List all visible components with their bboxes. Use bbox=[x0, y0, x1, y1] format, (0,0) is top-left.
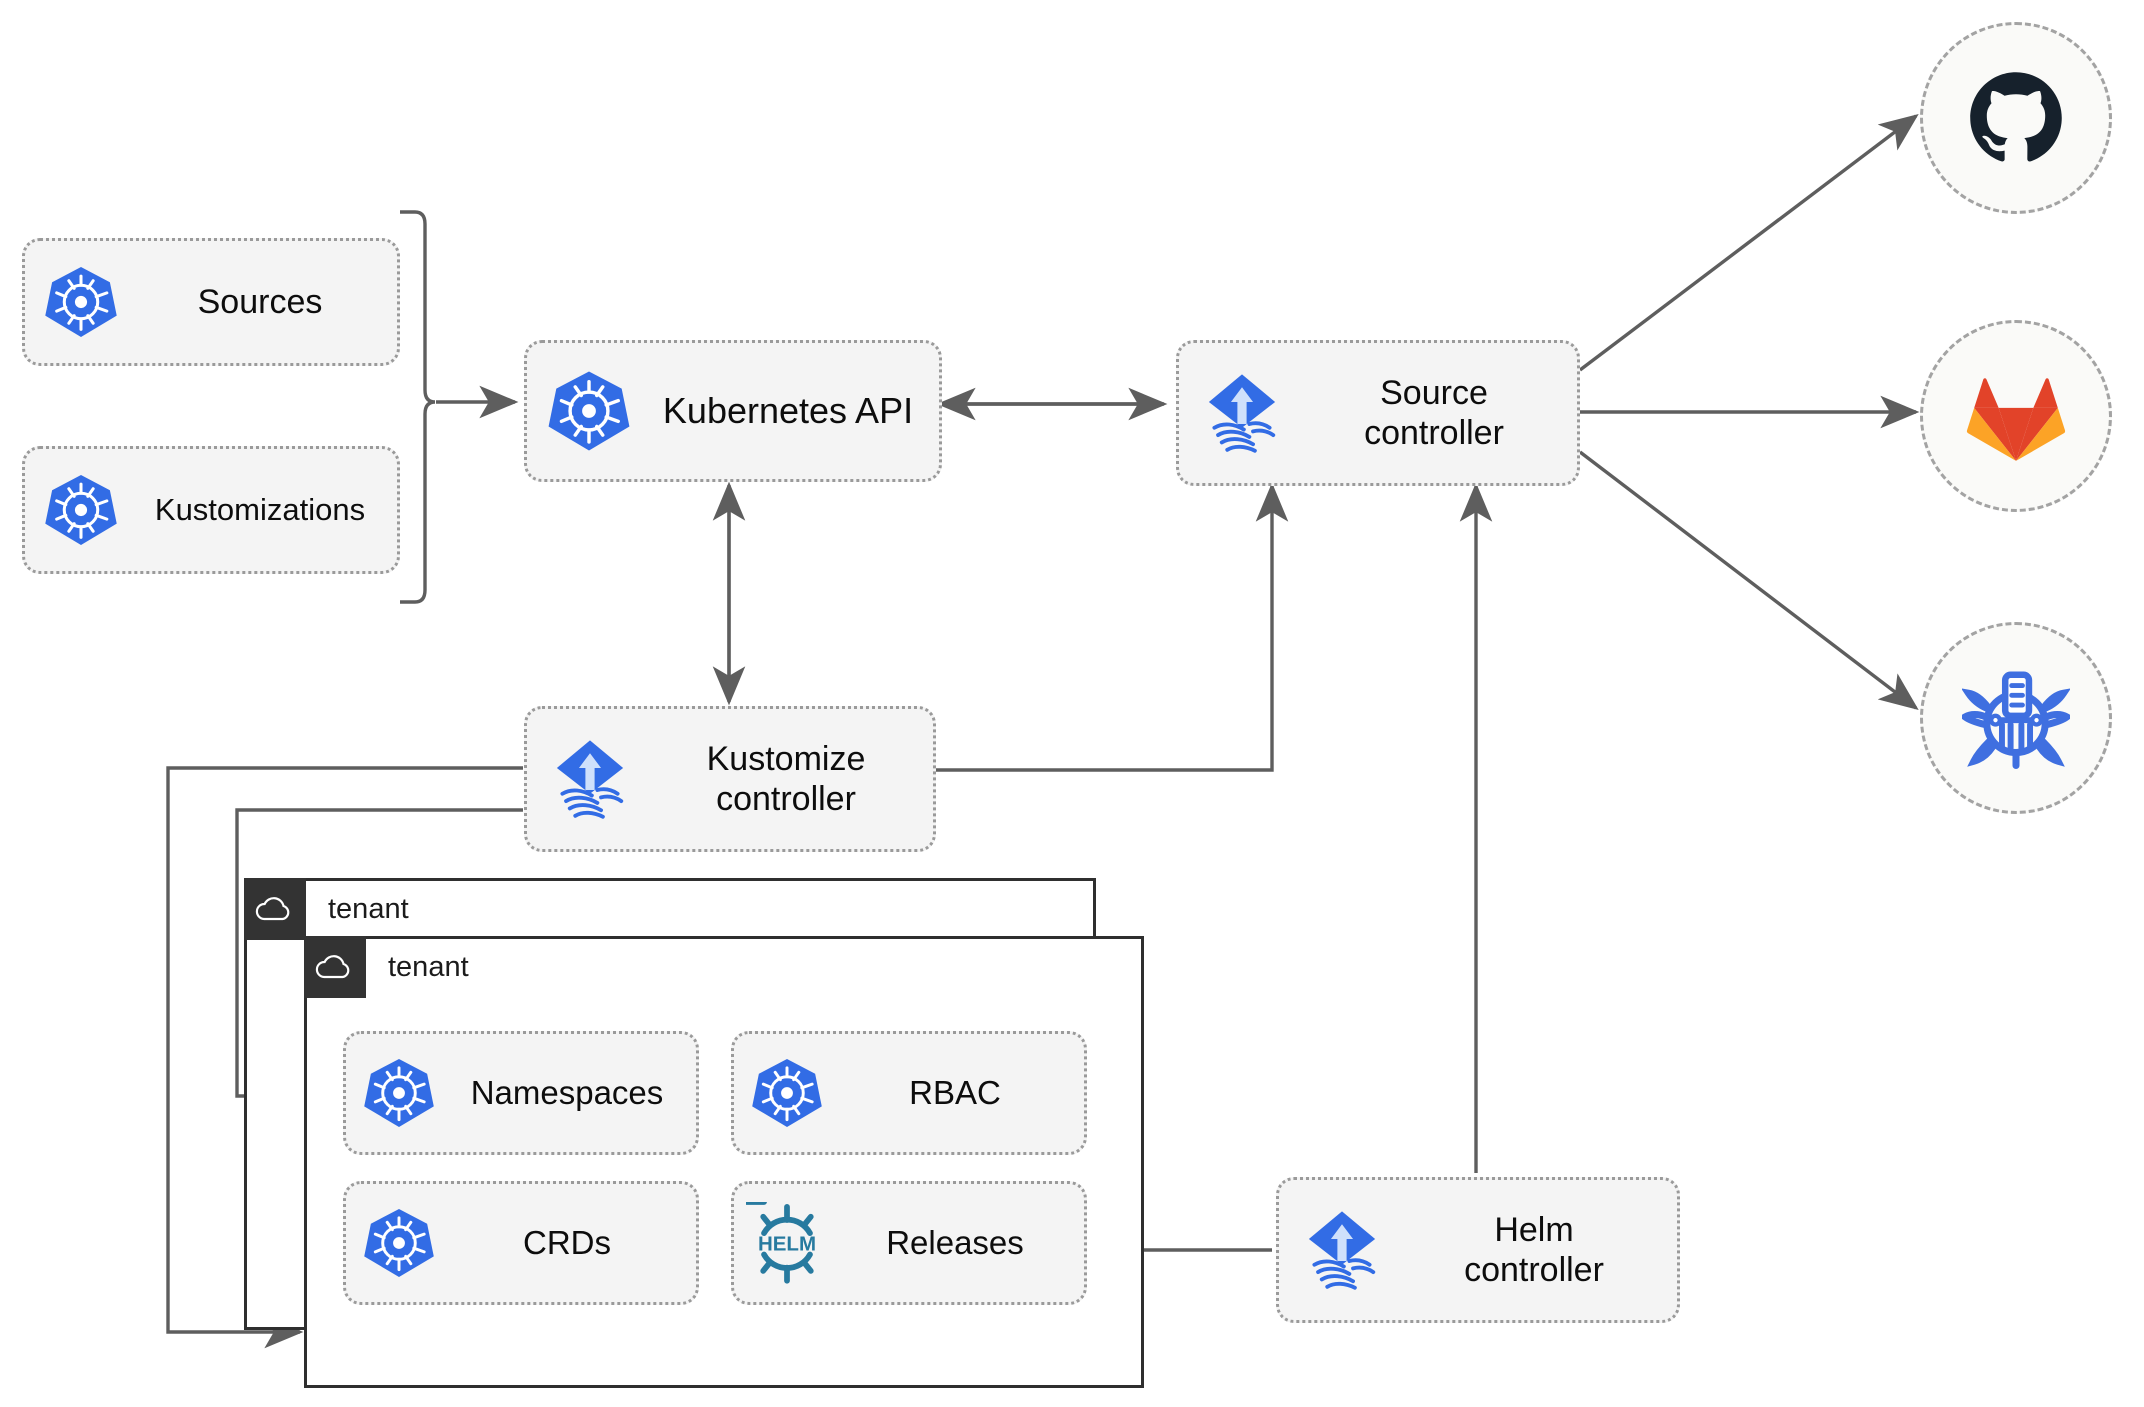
node-label: Kubernetes API bbox=[662, 389, 914, 431]
node-sources[interactable]: Sources bbox=[22, 238, 400, 366]
node-rbac[interactable]: RBAC bbox=[731, 1031, 1087, 1155]
kubernetes-icon bbox=[527, 368, 651, 454]
cloud-icon bbox=[304, 936, 366, 998]
node-kustomizations[interactable]: Kustomizations bbox=[22, 446, 400, 574]
node-label: Kustomize controller bbox=[706, 739, 866, 818]
external-github[interactable] bbox=[1920, 22, 2112, 214]
gitlab-icon bbox=[1966, 378, 2066, 461]
tenant-header: tenant bbox=[244, 878, 409, 940]
tenant-label: tenant bbox=[388, 950, 469, 983]
kubernetes-icon bbox=[734, 1056, 840, 1130]
helm-icon: HELM bbox=[734, 1202, 840, 1284]
node-label: RBAC bbox=[909, 1073, 1001, 1111]
flux-icon bbox=[1279, 1204, 1405, 1296]
node-label: Kustomizations bbox=[154, 491, 366, 527]
node-label: Releases bbox=[886, 1223, 1024, 1261]
tenant-label: tenant bbox=[328, 892, 409, 925]
node-kustomize-controller[interactable]: Kustomize controller bbox=[524, 706, 936, 852]
arrow-source-to-github bbox=[1578, 113, 1919, 372]
tenant-header: tenant bbox=[304, 936, 469, 998]
tenant-container-front[interactable]: tenant Namespaces bbox=[304, 936, 1144, 1388]
node-label: Namespaces bbox=[470, 1073, 664, 1111]
node-label: CRDs bbox=[523, 1223, 611, 1261]
external-helm-repository[interactable] bbox=[1920, 622, 2112, 814]
flux-icon bbox=[1179, 367, 1305, 459]
kubernetes-icon bbox=[25, 264, 137, 340]
helm-repository-icon bbox=[1962, 671, 2070, 770]
node-source-controller[interactable]: Source controller bbox=[1176, 340, 1580, 486]
node-kubernetes-api[interactable]: Kubernetes API bbox=[524, 340, 942, 482]
kubernetes-icon bbox=[346, 1056, 452, 1130]
helm-wordmark: HELM bbox=[758, 1232, 816, 1255]
node-label: Helm controller bbox=[1464, 1210, 1604, 1289]
external-gitlab[interactable] bbox=[1920, 320, 2112, 512]
flux-icon bbox=[527, 733, 653, 825]
node-helm-controller[interactable]: Helm controller bbox=[1276, 1177, 1680, 1323]
arrow-source-to-helm-repository bbox=[1578, 450, 1919, 711]
node-releases[interactable]: HELM Releases bbox=[731, 1181, 1087, 1305]
group-bracket bbox=[400, 210, 436, 604]
node-label: Sources bbox=[197, 282, 323, 321]
kubernetes-icon bbox=[25, 472, 137, 548]
node-label: Source controller bbox=[1364, 373, 1504, 452]
node-crds[interactable]: CRDs bbox=[343, 1181, 699, 1305]
github-icon bbox=[1970, 72, 2062, 162]
kubernetes-icon bbox=[346, 1206, 452, 1280]
node-namespaces[interactable]: Namespaces bbox=[343, 1031, 699, 1155]
cloud-icon bbox=[244, 878, 306, 940]
arrow-kustomize-to-source bbox=[936, 482, 1289, 772]
